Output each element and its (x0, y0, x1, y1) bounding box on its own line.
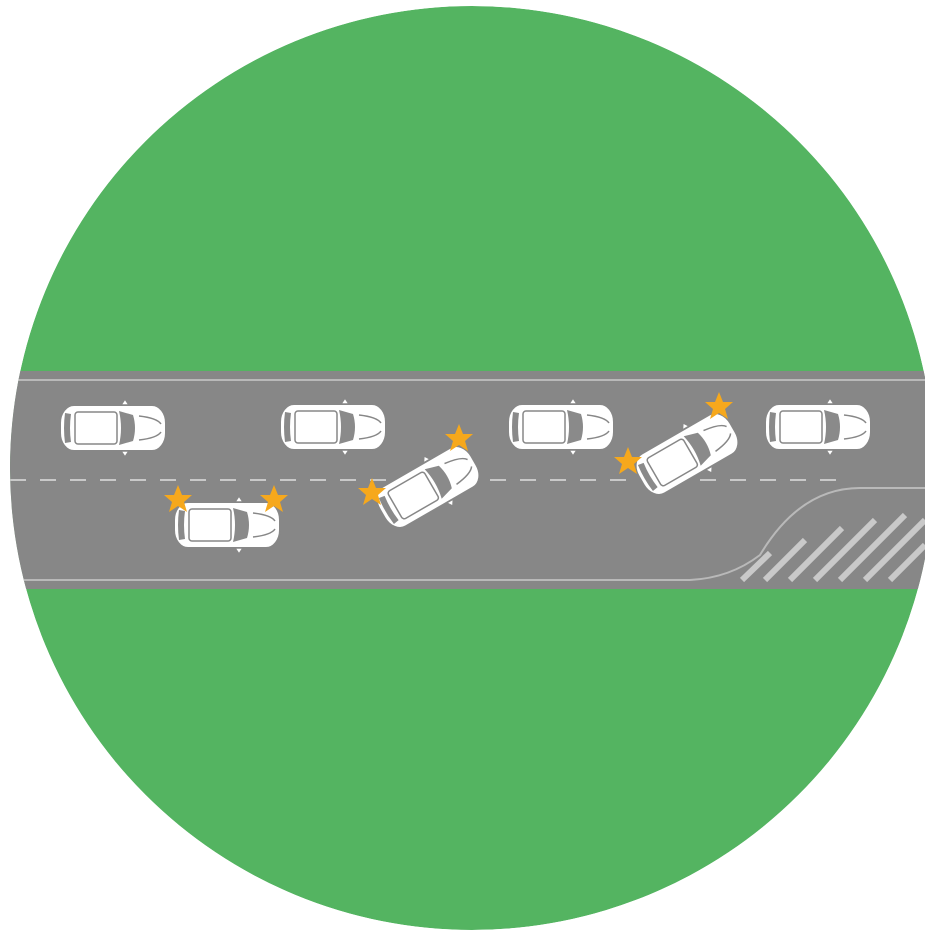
car-2 (280, 398, 386, 456)
car-1 (60, 399, 166, 457)
car-5 (174, 496, 280, 554)
car-3 (508, 398, 614, 456)
car-4 (765, 398, 871, 456)
